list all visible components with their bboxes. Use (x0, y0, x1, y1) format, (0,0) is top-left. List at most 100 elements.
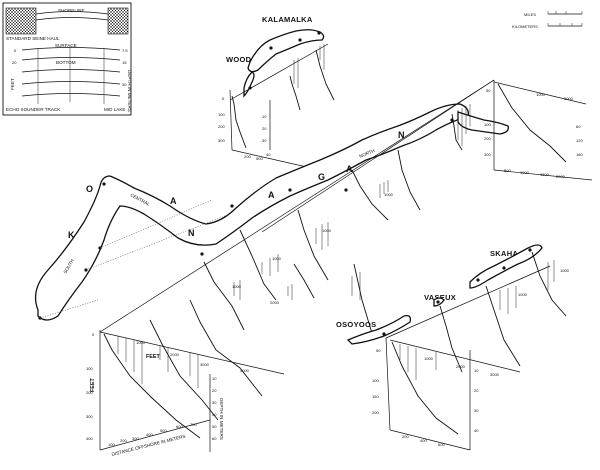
main-profile-feet-top: FEET (146, 354, 160, 360)
svg-text:300: 300 (86, 414, 93, 419)
legend-echo-sounder-track: ECHO SOUNDER TRACK (6, 107, 61, 112)
svg-text:0: 0 (14, 48, 17, 53)
svg-text:300: 300 (218, 138, 225, 143)
svg-text:3000: 3000 (200, 362, 210, 367)
svg-text:20: 20 (262, 126, 267, 131)
central-basin-profiles: 1000 1000 1000 2000 (203, 209, 375, 341)
svg-text:2000: 2000 (170, 352, 180, 357)
main-profile-feet-side: FEET (90, 378, 96, 392)
svg-text:60: 60 (212, 436, 217, 441)
svg-text:1000: 1000 (272, 256, 282, 261)
svg-text:50: 50 (376, 348, 381, 353)
svg-text:20: 20 (12, 60, 17, 65)
svg-text:180: 180 (576, 152, 583, 157)
basin-north-label: NORTH (359, 148, 376, 159)
svg-text:40: 40 (474, 428, 479, 433)
svg-text:3000: 3000 (490, 372, 500, 377)
svg-text:N: N (188, 228, 195, 238)
svg-text:600: 600 (438, 442, 445, 447)
svg-text:1000: 1000 (424, 356, 434, 361)
legend-shoreline: SHORELINE (58, 8, 85, 13)
svg-text:A: A (268, 190, 275, 200)
svg-text:O: O (86, 184, 93, 194)
svg-text:200: 200 (402, 434, 409, 439)
svg-text:500: 500 (504, 168, 511, 173)
svg-text:200: 200 (120, 438, 127, 443)
scale-kilometers-label: KILOMETERS (512, 24, 538, 29)
svg-text:20: 20 (212, 388, 217, 393)
shoreline-hatch-right (107, 7, 129, 35)
kalamalka-lake-outline (247, 29, 325, 73)
svg-text:2000: 2000 (564, 96, 574, 101)
svg-text:30: 30 (122, 82, 127, 87)
scale-miles-label: MILES (524, 12, 536, 17)
skaha-lake-outline (469, 244, 543, 289)
svg-text:1000: 1000 (136, 340, 146, 345)
svg-text:300: 300 (484, 152, 491, 157)
legend-standard-seine-haul: STANDARD SEINE HAUL (6, 36, 60, 41)
svg-text:A: A (346, 164, 353, 174)
svg-text:15: 15 (122, 60, 127, 65)
main-profile-depth-in-meters: DEPTH IN METERS (219, 398, 224, 440)
shoreline-hatch-left (5, 7, 37, 35)
legend-vertical-ticks (37, 46, 105, 104)
svg-text:4000: 4000 (240, 368, 250, 373)
svg-text:150: 150 (372, 394, 379, 399)
svg-text:200: 200 (244, 154, 251, 159)
okanagan-lake: O K A N A G A N SOUTH CENTRAL NORTH (34, 103, 509, 321)
svg-text:60: 60 (576, 124, 581, 129)
okanagan-north-arm (457, 111, 509, 135)
south-lakes-inset: SKAHA VASEUX OSOYOOS 50 100 150 200 10 2… (336, 244, 570, 451)
svg-text:30: 30 (212, 400, 217, 405)
svg-text:1000: 1000 (232, 284, 242, 289)
svg-text:500: 500 (256, 156, 263, 161)
svg-text:A: A (170, 196, 177, 206)
kalamalka-label: KALAMALKA (262, 15, 313, 24)
svg-text:100: 100 (484, 122, 491, 127)
svg-text:200: 200 (484, 136, 491, 141)
svg-text:100: 100 (108, 442, 115, 447)
svg-text:K: K (68, 230, 75, 240)
legend-depth-in-meters: DEPTH IN METERS (127, 70, 132, 112)
svg-text:1000: 1000 (322, 228, 332, 233)
svg-text:700: 700 (190, 422, 197, 427)
okanagan-lake-outline (34, 103, 469, 321)
svg-text:500: 500 (160, 428, 167, 433)
svg-text:1000: 1000 (560, 268, 570, 273)
osoyoos-lake-outline (346, 314, 412, 345)
svg-text:100: 100 (218, 112, 225, 117)
svg-text:40: 40 (266, 152, 271, 157)
svg-text:400: 400 (86, 436, 93, 441)
wood-lake-outline (243, 71, 255, 98)
svg-text:100: 100 (372, 378, 379, 383)
svg-text:30: 30 (262, 138, 267, 143)
svg-text:2000: 2000 (556, 174, 566, 179)
svg-text:1000: 1000 (384, 192, 394, 197)
svg-text:200: 200 (372, 410, 379, 415)
svg-text:10: 10 (212, 376, 217, 381)
svg-text:0: 0 (222, 96, 225, 101)
legend-surface: SURFACE (55, 43, 77, 48)
svg-text:10: 10 (262, 114, 267, 119)
skaha-label: SKAHA (490, 249, 518, 258)
svg-text:50: 50 (212, 424, 217, 429)
svg-text:2000: 2000 (456, 364, 466, 369)
svg-text:400: 400 (420, 438, 427, 443)
legend-panel: SHORELINE STANDARD SEINE HAUL SURFACE BO… (2, 2, 132, 116)
svg-text:200: 200 (218, 124, 225, 129)
svg-text:10: 10 (474, 368, 479, 373)
svg-text:600: 600 (176, 424, 183, 429)
svg-text:300: 300 (132, 436, 139, 441)
osoyoos-label: OSOYOOS (336, 320, 376, 329)
svg-text:400: 400 (146, 432, 153, 437)
kalamalka-wood-inset: KALAMALKA WOOD 0 100 200 300 10 20 30 40… (218, 15, 335, 171)
north-basin-profile: 50 100 200 300 60 120 180 500 1000 1500 … (261, 79, 593, 233)
south-main-profile: 0 100 200 300 400 1000 2000 3000 4000 FE… (86, 79, 495, 457)
scale-bar: MILES KILOMETERS (512, 11, 583, 29)
svg-text:200: 200 (86, 390, 93, 395)
svg-text:120: 120 (576, 138, 583, 143)
svg-text:1000: 1000 (536, 92, 546, 97)
svg-text:50: 50 (486, 88, 491, 93)
legend-mid-lake: MID LAKE (104, 107, 125, 112)
svg-text:40: 40 (212, 412, 217, 417)
